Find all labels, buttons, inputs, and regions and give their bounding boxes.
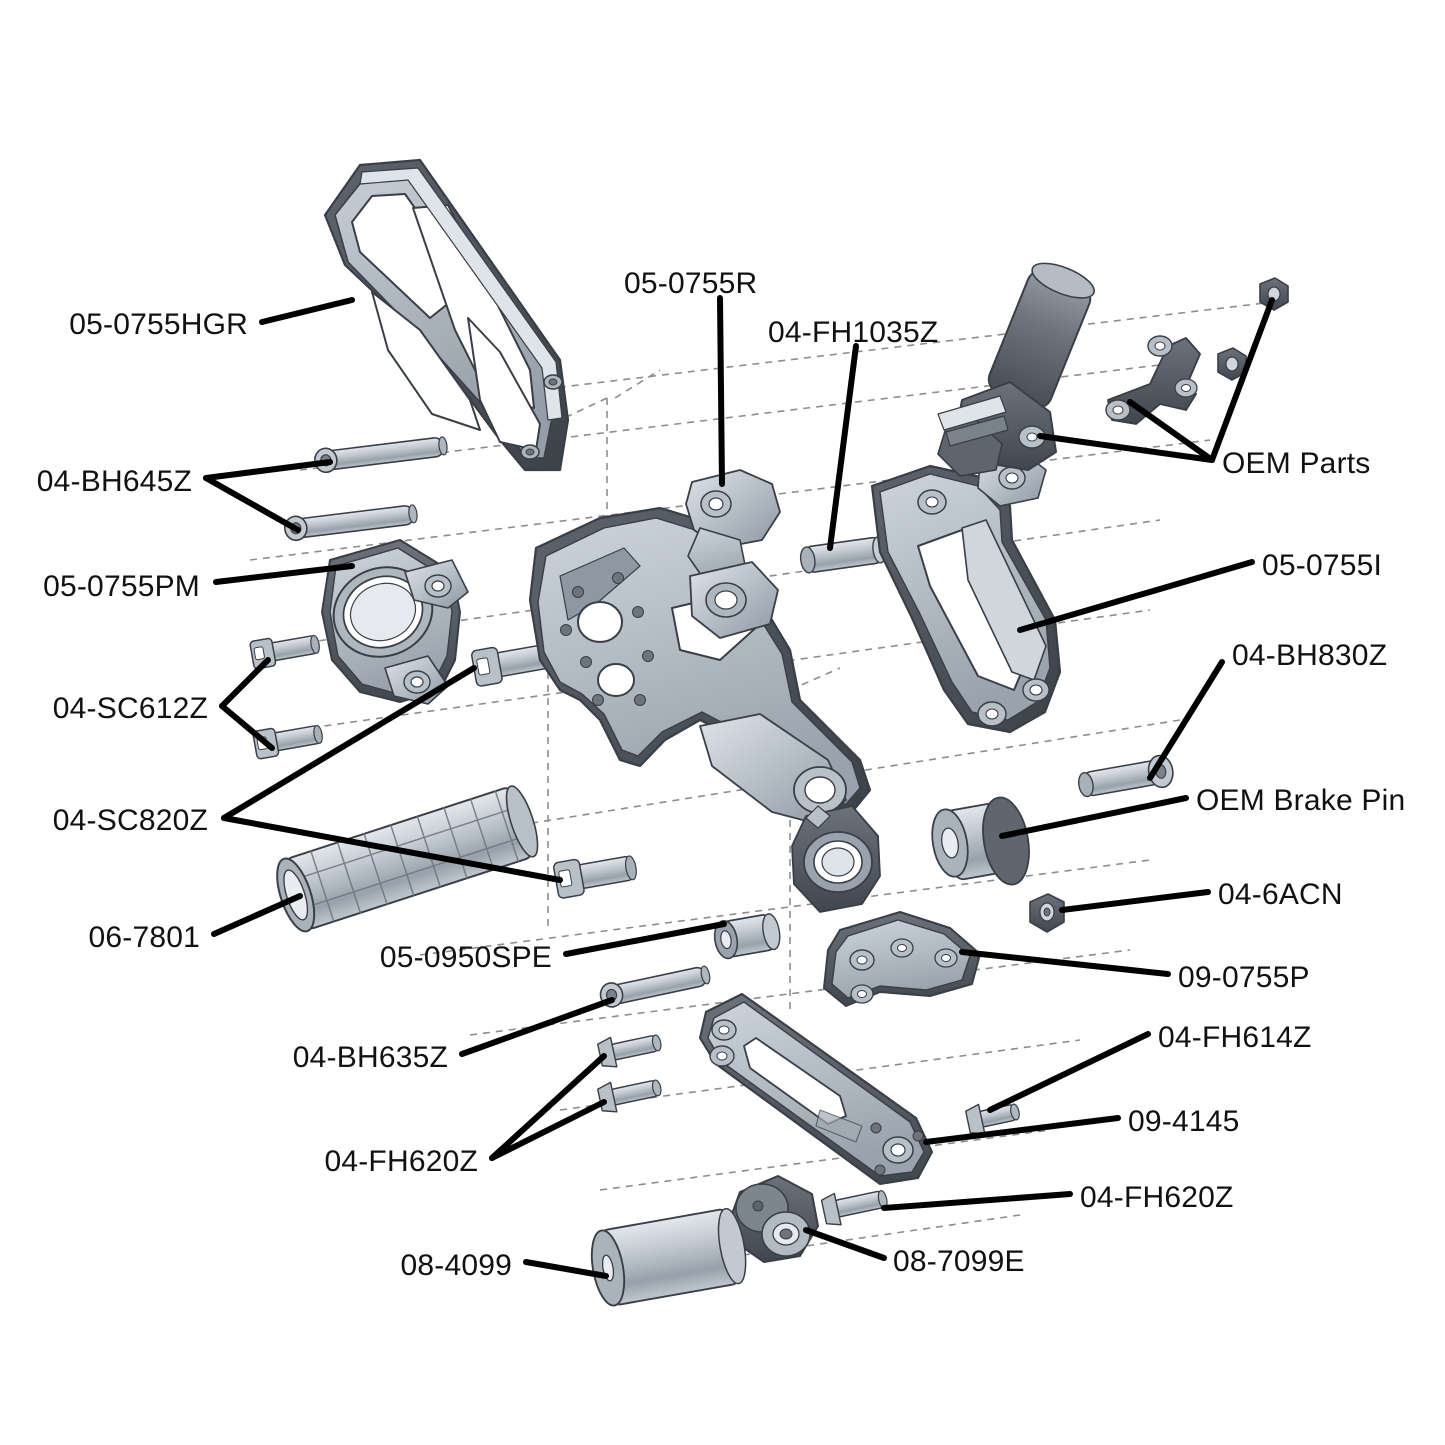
label-04-BH645Z: 04-BH645Z — [36, 465, 192, 498]
label-04-FH614Z: 04-FH614Z — [1158, 1021, 1312, 1054]
part-rod-end-joint — [731, 1175, 819, 1263]
label-05-0755I: 05-0755I — [1262, 549, 1383, 582]
label-09-0755P: 09-0755P — [1178, 961, 1310, 994]
leader-lines — [203, 295, 1275, 1279]
label-08-7099E: 08-7099E — [893, 1245, 1025, 1278]
leader-05-0755HGR — [259, 297, 355, 325]
label-04-BH830Z: 04-BH830Z — [1232, 639, 1388, 672]
part-brake-pedal-pivot — [823, 911, 981, 1007]
part-oem-master-cylinder — [937, 262, 1095, 477]
part-button-head-bolt-6x45-pair — [284, 436, 448, 542]
label-04-FH1035Z: 04-FH1035Z — [768, 316, 939, 349]
part-flat-head-bolt-10x35 — [799, 536, 886, 574]
part-heel-guard-bracket — [323, 158, 570, 472]
part-shift-lever-arm — [698, 992, 934, 1186]
label-04-FH620Z-lower: 04-FH620Z — [1080, 1181, 1234, 1214]
label-04-SC820Z: 04-SC820Z — [52, 804, 208, 837]
part-brake-lever-arm — [870, 449, 1062, 734]
part-oem-brake-pin-bushing — [931, 796, 1030, 886]
part-shift-rod — [590, 1207, 747, 1307]
label-09-4145: 09-4145 — [1128, 1105, 1240, 1138]
label-06-7801: 06-7801 — [88, 921, 200, 954]
label-05-0950SPE: 05-0950SPE — [379, 941, 552, 974]
part-knurled-footpeg — [276, 785, 539, 933]
part-artwork — [249, 158, 1289, 1307]
label-oem-brake-pin: OEM Brake Pin — [1196, 784, 1406, 817]
part-flat-head-bolt-6x20-lower — [820, 1190, 888, 1226]
label-04-SC612Z: 04-SC612Z — [52, 692, 208, 725]
part-button-head-bolt-8x30 — [1077, 754, 1174, 798]
label-04-6ACN: 04-6ACN — [1218, 878, 1343, 911]
part-peg-mount-collar — [321, 539, 469, 705]
part-acorn-nut-6mm — [1029, 893, 1065, 933]
label-oem-parts: OEM Parts — [1222, 447, 1371, 480]
label-05-0755HGR: 05-0755HGR — [69, 308, 248, 341]
part-flat-head-bolt-6x20-pair — [597, 1034, 662, 1113]
label-05-0755R: 05-0755R — [624, 267, 758, 300]
part-spacer-bushing — [713, 913, 781, 960]
part-oem-bracket-and-nuts — [1105, 277, 1289, 425]
part-button-head-bolt-6x35 — [599, 965, 711, 1008]
label-04-BH635Z: 04-BH635Z — [292, 1041, 448, 1074]
part-main-rearset-plate — [528, 469, 881, 913]
label-04-FH620Z-upper: 04-FH620Z — [324, 1145, 478, 1178]
label-08-4099: 08-4099 — [400, 1249, 512, 1282]
oem-nut-upper — [1259, 277, 1289, 311]
label-05-0755PM: 05-0755PM — [43, 570, 200, 603]
